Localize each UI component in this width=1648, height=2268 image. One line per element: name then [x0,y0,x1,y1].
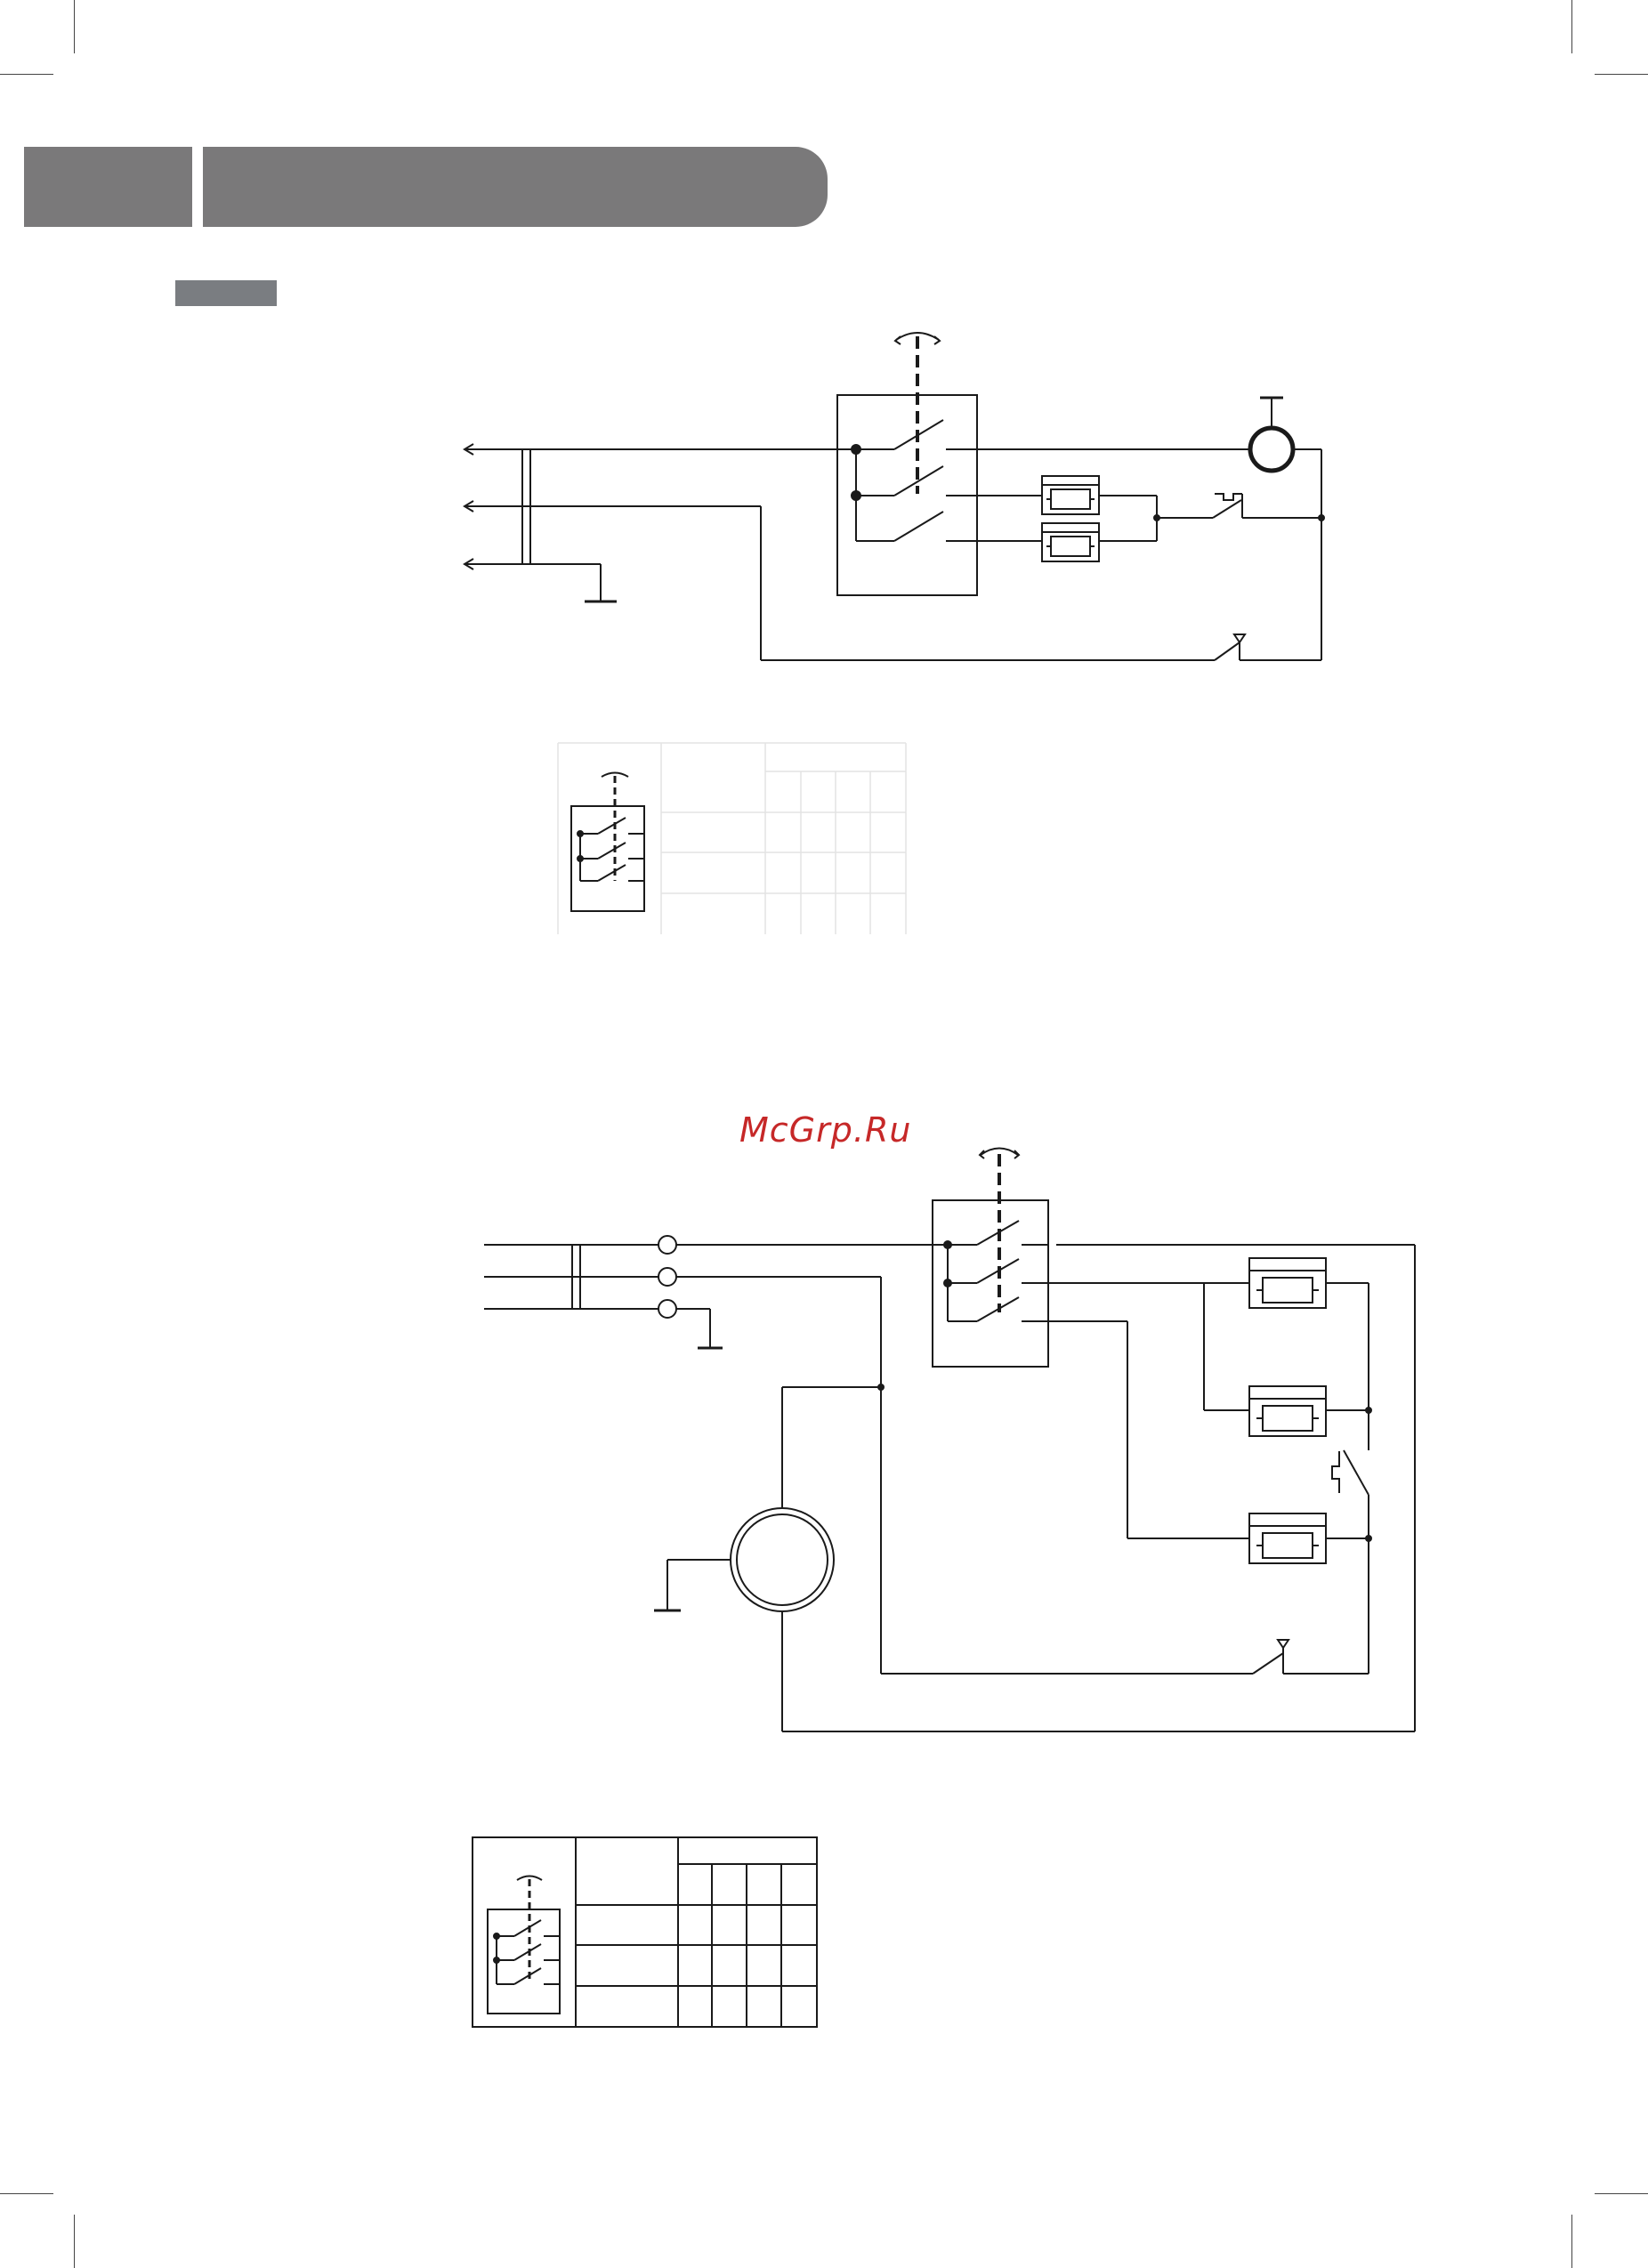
heating-element [1248,1385,1327,1437]
crop-mark [74,0,75,53]
thermostat [1153,493,1325,521]
heating-element [1041,522,1100,562]
heating-element [1041,475,1100,515]
terminal-block [658,1235,677,1319]
crop-mark [1595,2193,1648,2194]
table-switch-icon [570,771,645,912]
rotary-switch [932,1147,1049,1368]
thermal-cutout [881,1639,1369,1675]
motor [1248,396,1296,473]
crop-mark [1595,74,1648,75]
crop-mark [0,74,53,75]
heating-element [1248,1513,1327,1564]
ground-symbol [585,564,617,603]
motor [654,1507,835,1612]
wiring-diagram-2 [484,1147,1416,1732]
rotary-switch [836,332,978,596]
thermostat [1331,1410,1372,1674]
switch-position-table-1 [557,742,907,934]
heating-element [1248,1257,1327,1309]
header-tab-left [24,147,192,227]
crop-mark [1571,0,1572,53]
section-marker [175,280,277,306]
watermark: McGrp.Ru [739,1110,912,1150]
thermal-cutout [1214,634,1321,661]
crop-mark [1571,2215,1572,2268]
wiring-diagram-1 [463,332,1325,661]
crop-mark [0,2193,53,2194]
crop-mark [74,2215,75,2268]
header-tab-main [203,147,828,227]
ground-symbol [698,1309,723,1350]
switch-position-table-2 [472,1836,818,2028]
table-switch-icon [487,1875,561,2014]
